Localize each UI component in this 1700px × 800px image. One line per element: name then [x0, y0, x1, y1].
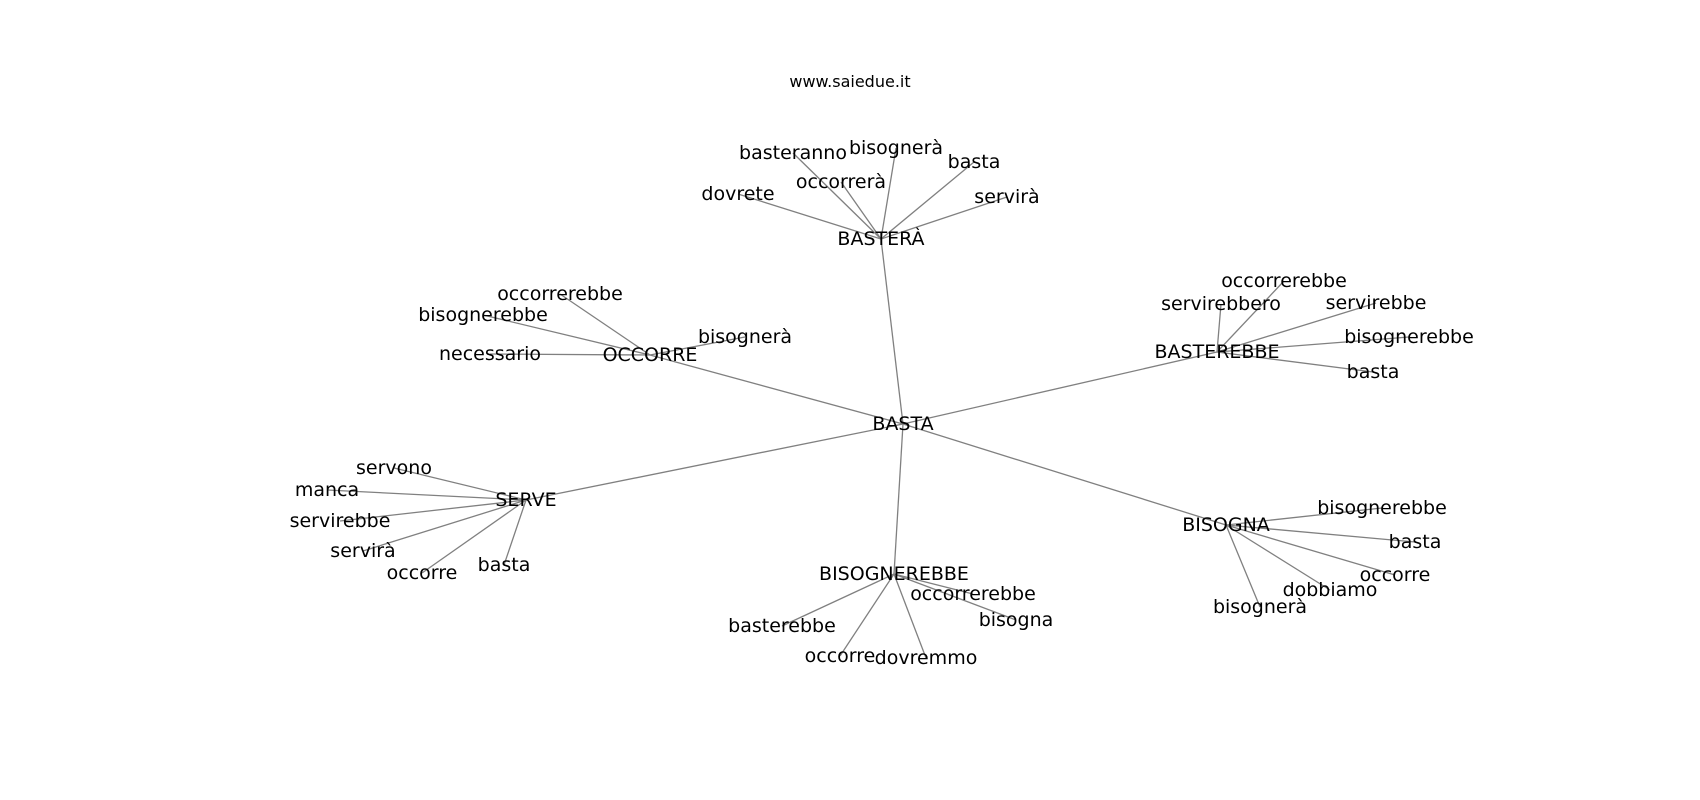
node-label-bisogna: BISOGNA	[1182, 514, 1270, 536]
node-label-bisognerebbe-basterebbe: basterebbe	[728, 615, 836, 637]
edge-bastera-bastera_occorrera	[840, 181, 882, 240]
edge-basta-bisognerebbe	[893, 423, 904, 575]
node-label-occorre: OCCORRE	[603, 344, 698, 366]
node-label-bisogna-occorre: occorre	[1360, 564, 1431, 586]
edge-bisogna-bisogna_basta	[1225, 524, 1416, 543]
node-label-basterebbe-occorrerebbe: occorrerebbe	[1221, 270, 1347, 292]
node-label-bastera-bisognera: bisognerà	[849, 137, 943, 159]
edge-bisognerebbe-bisognerebbe_basterebbe	[781, 573, 895, 627]
node-label-bastera-occorrera: occorrerà	[796, 171, 886, 193]
labels-layer: BASTA BASTERÀ OCCORRE BASTEREBBE SERVE BISOGN…	[290, 137, 1474, 669]
node-label-bastera-servira: servirà	[974, 186, 1039, 208]
node-label-bisogna-dobbiamo: dobbiamo	[1283, 579, 1378, 601]
edge-occorre-occorre_bisognera	[649, 336, 746, 356]
edge-serve-serve_servono	[393, 467, 527, 501]
node-label-serve-manca: manca	[295, 479, 359, 501]
edge-basterebbe-basterebbe_servirebbe	[1216, 302, 1377, 353]
edge-bastera-bastera_basteranno	[792, 152, 882, 240]
edge-serve-serve_manca	[326, 489, 527, 501]
node-label-bastera: BASTERÀ	[837, 227, 924, 250]
edge-basterebbe-basterebbe_bisognerebbe	[1216, 336, 1410, 353]
edge-basta-occorre	[649, 354, 904, 425]
edge-basterebbe-basterebbe_basta	[1216, 351, 1374, 373]
node-label-occorre-bisognerebbe: bisognerebbe	[418, 304, 548, 326]
edge-bisogna-bisogna_occorre	[1225, 524, 1396, 576]
edge-serve-serve_basta	[503, 499, 527, 566]
edge-basta-serve	[525, 423, 904, 501]
edge-basta-bastera	[880, 238, 904, 425]
node-label-serve: SERVE	[495, 489, 556, 511]
node-label-basterebbe-servirebbe: servirebbe	[1326, 292, 1427, 314]
node-label-basterebbe-bisognerebbe: bisognerebbe	[1344, 326, 1474, 348]
edge-occorre-occorre_bisognerebbe	[482, 314, 651, 356]
node-label-basterebbe-servirebbero: servirebbero	[1161, 293, 1281, 315]
node-label-basta: BASTA	[872, 413, 933, 435]
edge-basterebbe-basterebbe_servirebbero	[1216, 303, 1222, 353]
node-label-bastera-basta: basta	[948, 151, 1001, 173]
edge-bisogna-bisogna_bisognera	[1225, 524, 1261, 608]
site-caption: www.saiedue.it	[789, 72, 911, 91]
edge-occorre-occorre_occorrerebbe	[559, 293, 651, 356]
node-label-bisognerebbe-occorre: occorre	[805, 645, 876, 667]
node-label-bisogna-bisognera: bisognerà	[1213, 596, 1307, 618]
edge-basta-basterebbe	[902, 351, 1218, 425]
node-label-serve-occorre: occorre	[387, 562, 458, 584]
node-label-serve-servirebbe: servirebbe	[290, 510, 391, 532]
node-label-serve-servono: servono	[356, 457, 432, 479]
node-label-serve-servira: servirà	[330, 540, 395, 562]
node-label-basterebbe-basta: basta	[1347, 361, 1400, 383]
node-label-bisognerebbe: BISOGNEREBBE	[819, 563, 969, 585]
node-label-serve-basta: basta	[478, 554, 531, 576]
node-label-bisognerebbe-bisogna: bisogna	[979, 609, 1054, 631]
node-label-occorre-necessario: necessario	[439, 343, 541, 365]
edge-bastera-bastera_basta	[880, 161, 975, 240]
node-label-occorre-occorrerebbe: occorrerebbe	[497, 283, 623, 305]
edge-bisognerebbe-bisognerebbe_occorre	[839, 573, 895, 657]
edges-layer	[326, 147, 1416, 659]
edge-serve-serve_servira	[362, 499, 527, 552]
edge-serve-serve_occorre	[421, 499, 527, 574]
edge-bisognerebbe-bisognerebbe_dovremmo	[893, 573, 927, 659]
node-label-bastera-dovrete: dovrete	[701, 183, 774, 205]
node-label-occorre-bisognera: bisognerà	[698, 326, 792, 348]
node-label-bisognerebbe-dovremmo: dovremmo	[875, 647, 978, 669]
edge-basta-bisogna	[902, 423, 1227, 526]
node-label-bisogna-basta: basta	[1389, 531, 1442, 553]
edge-bisognerebbe-bisognerebbe_occorrerebbe	[893, 573, 974, 595]
node-label-bastera-basteranno: basteranno	[739, 142, 847, 164]
edge-bisogna-bisogna_dobbiamo	[1225, 524, 1331, 591]
edge-bisogna-bisogna_bisognerebbe	[1225, 507, 1383, 526]
edge-bastera-bastera_dovrete	[737, 193, 882, 240]
edge-bastera-bastera_bisognera	[880, 147, 897, 240]
node-label-bisogna-bisognerebbe: bisognerebbe	[1317, 497, 1447, 519]
edge-bastera-bastera_servira	[880, 196, 1008, 240]
node-label-basterebbe: BASTEREBBE	[1155, 341, 1280, 363]
edge-occorre-occorre_necessario	[489, 353, 651, 356]
edge-bisognerebbe-bisognerebbe_bisogna	[893, 573, 1017, 621]
node-label-bisognerebbe-occorrerebbe: occorrerebbe	[910, 583, 1036, 605]
edge-basterebbe-basterebbe_occorrerebbe	[1216, 280, 1285, 353]
edge-serve-serve_servirebbe	[339, 499, 527, 522]
